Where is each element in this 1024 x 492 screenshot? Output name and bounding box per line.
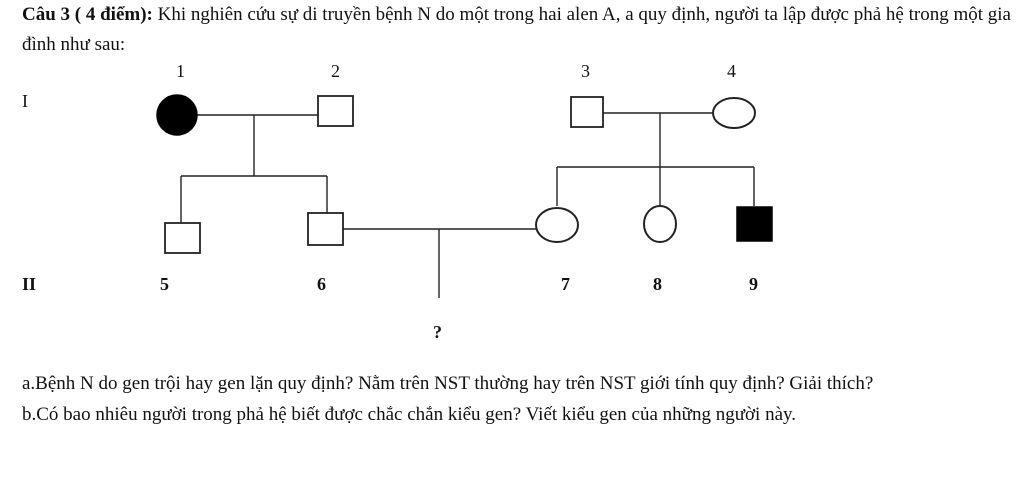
unknown-child-mark: ?: [433, 322, 442, 342]
individual-4-female: [712, 97, 756, 129]
individual-8-female: [643, 205, 677, 243]
pedigree-chart: I II 1 2 3 4 5 6 7 8 9 ?: [22, 61, 773, 342]
individual-5-male: [164, 222, 201, 254]
individual-7-female: [535, 207, 579, 243]
label-1: 1: [176, 61, 185, 81]
question-heading: Câu 3 ( 4 điểm):: [22, 4, 153, 25]
question-header: Câu 3 ( 4 điểm): Khi nghiên cứu sự di tr…: [22, 0, 1012, 60]
generation-label-I: I: [22, 91, 28, 111]
individual-2-male: [317, 95, 354, 127]
label-9: 9: [749, 274, 758, 294]
label-6: 6: [317, 274, 326, 294]
label-3: 3: [581, 61, 590, 81]
question-b: b.Có bao nhiêu người trong phả hệ biết đ…: [22, 404, 797, 425]
label-7: 7: [561, 274, 570, 294]
question-a: a.Bệnh N do gen trội hay gen lặn quy địn…: [22, 373, 874, 394]
individual-6-male: [307, 212, 344, 246]
generation-label-II: II: [22, 274, 36, 294]
individual-3-male: [570, 96, 604, 128]
individual-1-affected-female: [156, 94, 198, 136]
individual-9-affected-male: [736, 206, 773, 242]
question-text: Khi nghiên cứu sự di truyền bệnh N do mộ…: [22, 4, 1011, 55]
label-8: 8: [653, 274, 662, 294]
sub-questions: a.Bệnh N do gen trội hay gen lặn quy địn…: [22, 368, 1012, 430]
label-2: 2: [331, 61, 340, 81]
label-4: 4: [727, 61, 736, 81]
label-5: 5: [160, 274, 169, 294]
